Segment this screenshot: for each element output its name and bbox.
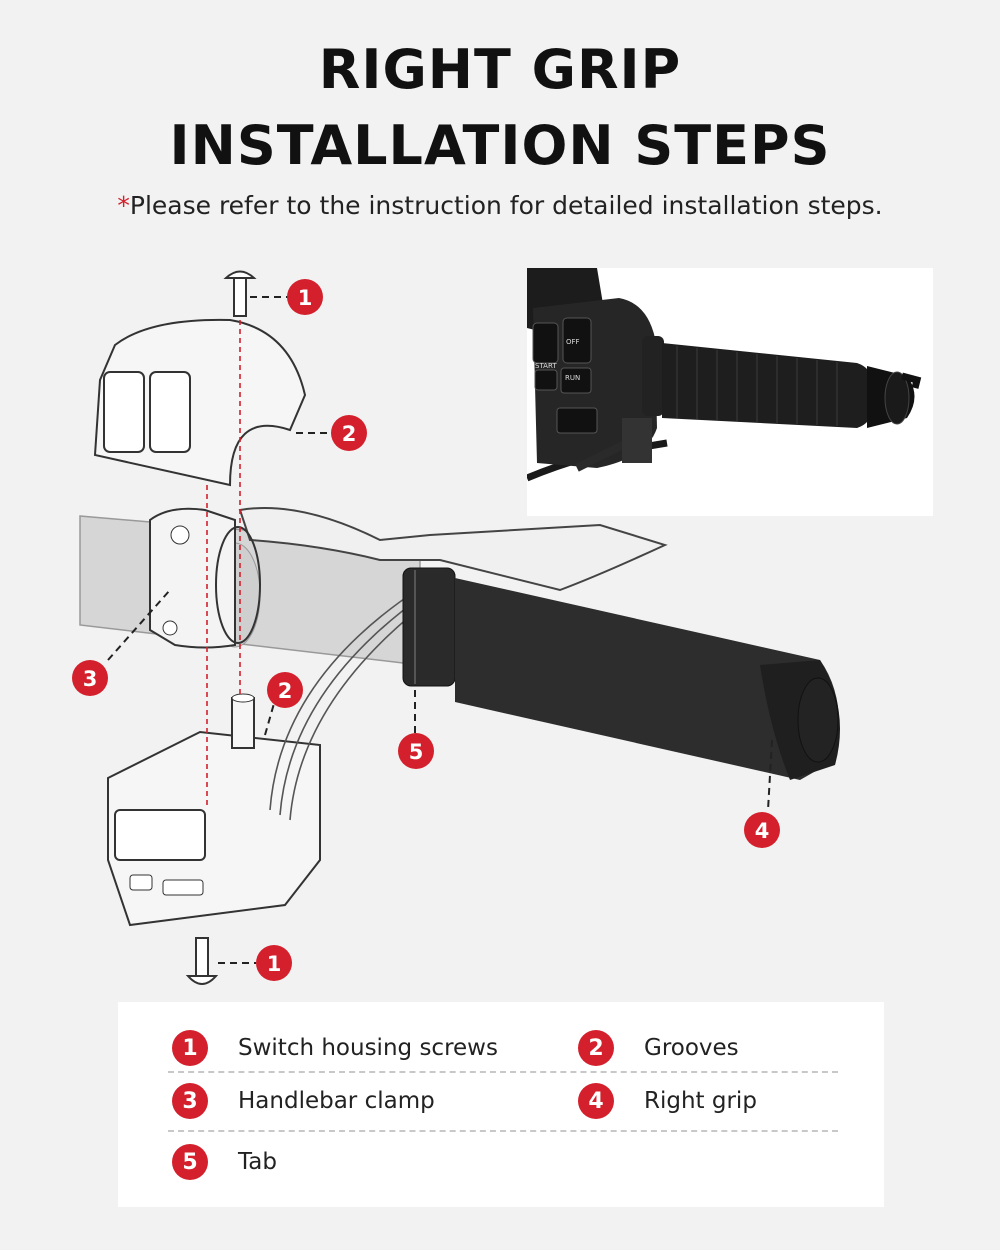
legend-separator [168,1130,838,1132]
photo-label-run: RUN [565,374,580,382]
callout-5: 5 [409,740,424,764]
callout-3: 3 [83,667,98,691]
brake-lever [238,507,668,592]
legend-label-2: Grooves [644,1035,739,1061]
legend-badge-2: 2 [578,1030,614,1066]
legend-label-1: Switch housing screws [238,1035,498,1061]
photo-label-off: OFF [566,338,580,346]
callout-5-circle [398,733,434,769]
callout-2-top-circle [331,415,367,451]
legend-badge-1: 1 [172,1030,208,1066]
callout-2-lower: 2 [278,679,293,703]
legend: 1 Switch housing screws 2 Grooves 3 Hand… [118,1002,884,1207]
alignment-lines [206,320,241,805]
callout-1-bottom-circle [256,945,292,981]
legend-badge-4: 4 [578,1083,614,1119]
legend-label-4: Right grip [644,1088,757,1114]
title-line-2: INSTALLATION STEPS [169,114,831,177]
legend-item-4: 4 Right grip [578,1081,757,1121]
callout-1-bottom: 1 [267,952,282,976]
callout-leaders [107,296,773,964]
exploded-diagram: 1 2 3 2 5 4 1 [72,270,840,985]
legend-label-5: Tab [238,1149,277,1175]
legend-item-3: 3 Handlebar clamp [172,1081,435,1121]
legend-item-2: 2 Grooves [578,1028,739,1068]
callout-2-top: 2 [342,422,357,446]
lower-switch-housing [107,693,321,927]
callout-2-lower-circle [267,672,303,708]
wires [269,587,431,821]
top-screw [223,270,257,317]
subtitle-text: Please refer to the instruction for deta… [129,191,883,220]
grip-photo-illustration: START OFF RUN [527,268,933,516]
legend-badge-3: 3 [172,1083,208,1119]
legend-separator [168,1071,838,1073]
callout-4-circle [744,812,780,848]
callout-3-circle [72,660,108,696]
callout-1-top-circle [287,279,323,315]
product-photo: START OFF RUN [527,268,933,516]
photo-label-start: START [535,362,557,370]
callout-4: 4 [755,819,770,843]
upper-switch-housing [93,318,307,487]
right-grip [402,567,840,780]
subtitle-asterisk: * [117,191,130,220]
legend-item-1: 1 Switch housing screws [172,1028,498,1068]
bottom-screw [185,937,219,985]
title-line-1: RIGHT GRIP [318,38,682,101]
legend-item-5: 5 Tab [172,1142,277,1182]
subtitle: *Please refer to the instruction for det… [0,191,1000,220]
callout-1-top: 1 [298,286,313,310]
legend-badge-5: 5 [172,1144,208,1180]
legend-label-3: Handlebar clamp [238,1088,435,1114]
handlebar-clamp [149,507,261,649]
